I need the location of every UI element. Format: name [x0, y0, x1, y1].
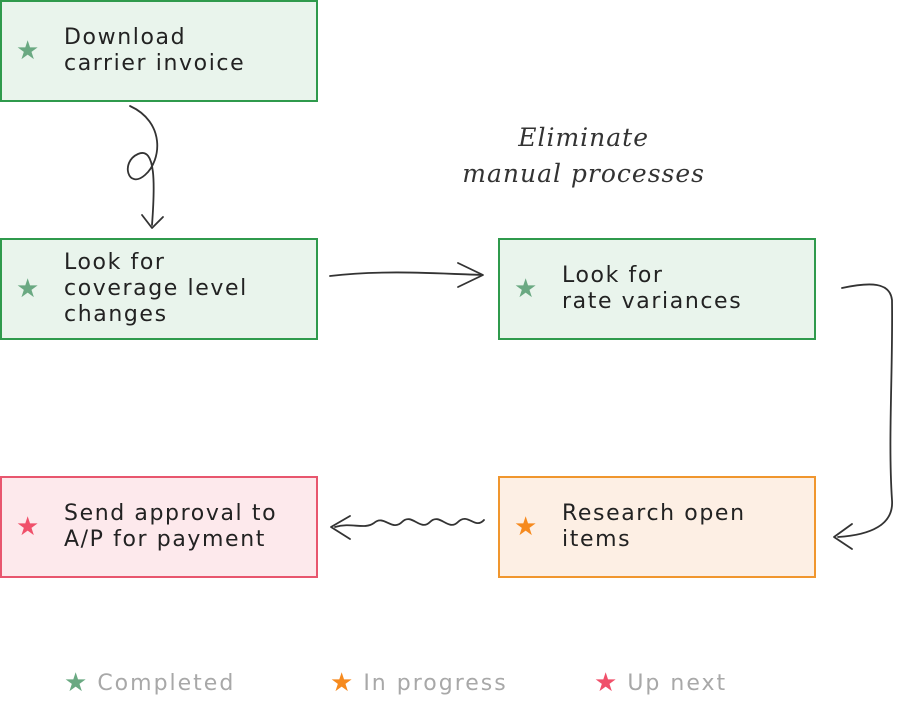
step-label: Download carrier invoice [64, 25, 246, 76]
arrow-coverage-to-rate-head [457, 262, 484, 288]
step-send-approval: ★ Send approval to A/P for payment [0, 476, 318, 578]
legend-label: Completed [97, 670, 236, 696]
annotation-text: Eliminate manual processes [462, 123, 705, 188]
arrow-research-to-approval [334, 517, 485, 528]
arrow-research-to-approval-head [330, 515, 351, 540]
annotation-note: Eliminate manual processes [405, 84, 705, 192]
arrow-download-to-coverage [127, 105, 159, 226]
star-icon: ★ [64, 668, 88, 698]
arrow-rate-to-research [837, 283, 894, 538]
star-icon: ★ [514, 512, 538, 542]
star-icon: ★ [16, 274, 40, 304]
legend-completed: ★ Completed [64, 670, 235, 696]
star-icon: ★ [16, 36, 40, 66]
step-label: Look for coverage level changes [64, 250, 248, 327]
arrow-rate-to-research-head [833, 523, 853, 550]
step-label: Research open items [562, 501, 746, 552]
star-icon: ★ [330, 668, 354, 698]
step-research-open-items: ★ Research open items [498, 476, 816, 578]
step-download-invoice: ★ Download carrier invoice [0, 0, 318, 102]
legend-in-progress: ★ In progress [330, 670, 508, 696]
legend-label: In progress [363, 670, 508, 696]
step-rate-variances: ★ Look for rate variances [498, 238, 816, 340]
star-icon: ★ [514, 274, 538, 304]
star-icon: ★ [594, 668, 618, 698]
legend-up-next: ★ Up next [594, 670, 727, 696]
legend-label: Up next [627, 670, 728, 696]
star-icon: ★ [16, 512, 40, 542]
arrow-coverage-to-rate [329, 271, 483, 277]
step-label: Send approval to A/P for payment [64, 501, 278, 552]
step-label: Look for rate variances [562, 263, 743, 314]
arrow-download-to-coverage-head [141, 214, 164, 229]
step-coverage-level: ★ Look for coverage level changes [0, 238, 318, 340]
